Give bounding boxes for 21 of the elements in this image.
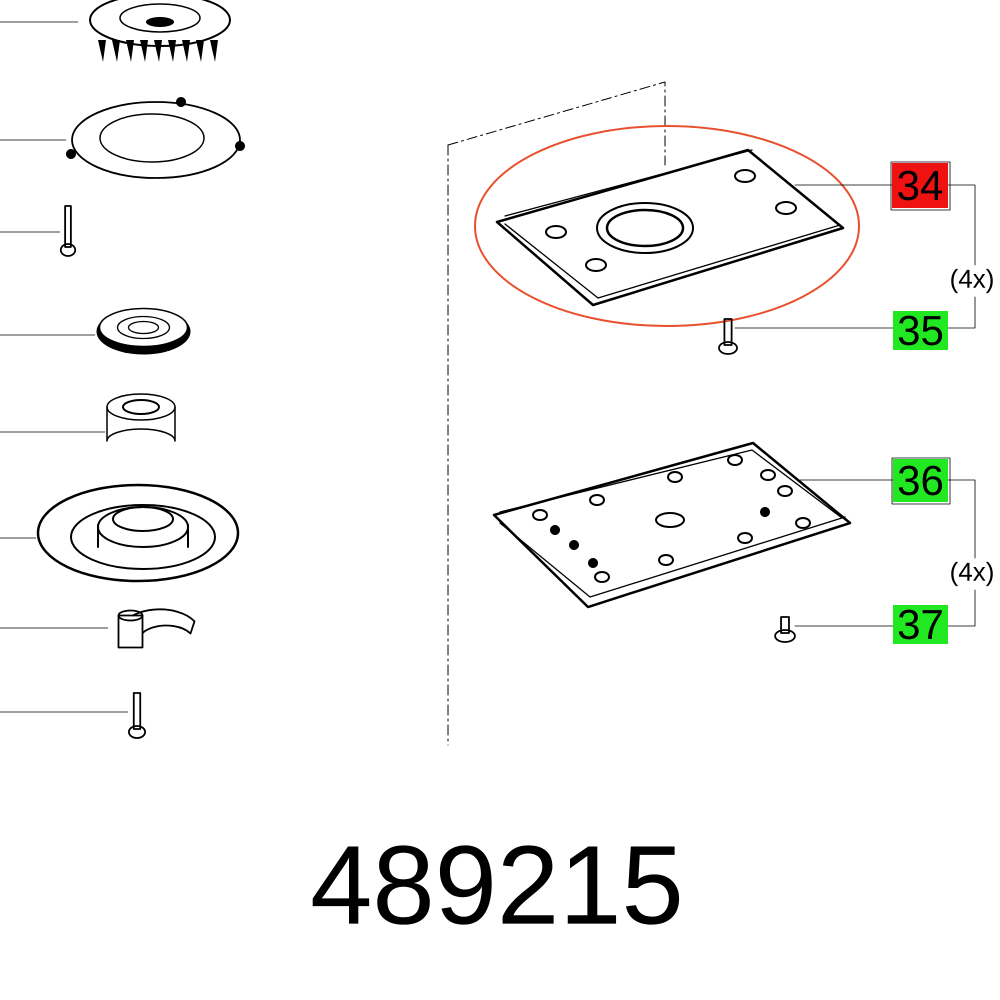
leader-line (794, 184, 892, 186)
eccentric-drawing (118, 608, 196, 648)
part-number: 489215 (312, 845, 680, 925)
bearing-drawing (106, 393, 176, 442)
quantity-label: (4x) (951, 268, 993, 294)
callout-number: 35 (893, 311, 948, 350)
callout-number: 37 (893, 605, 948, 644)
sanding-plate-drawing (496, 148, 844, 306)
screw-drawing (128, 692, 146, 739)
fan-drawing (89, 0, 231, 62)
leader-line (0, 334, 96, 336)
housing-drawing (36, 484, 240, 582)
gasket-drawing (66, 97, 245, 179)
screw-drawing (774, 616, 796, 643)
pad-drawing (492, 442, 852, 608)
screw-drawing (60, 205, 76, 257)
callout-number: 34 (890, 162, 950, 210)
quantity-label: (4x) (951, 562, 993, 586)
bearing-ring-drawing (96, 308, 190, 354)
callout-number: 36 (892, 458, 950, 504)
screw-drawing (718, 318, 738, 355)
